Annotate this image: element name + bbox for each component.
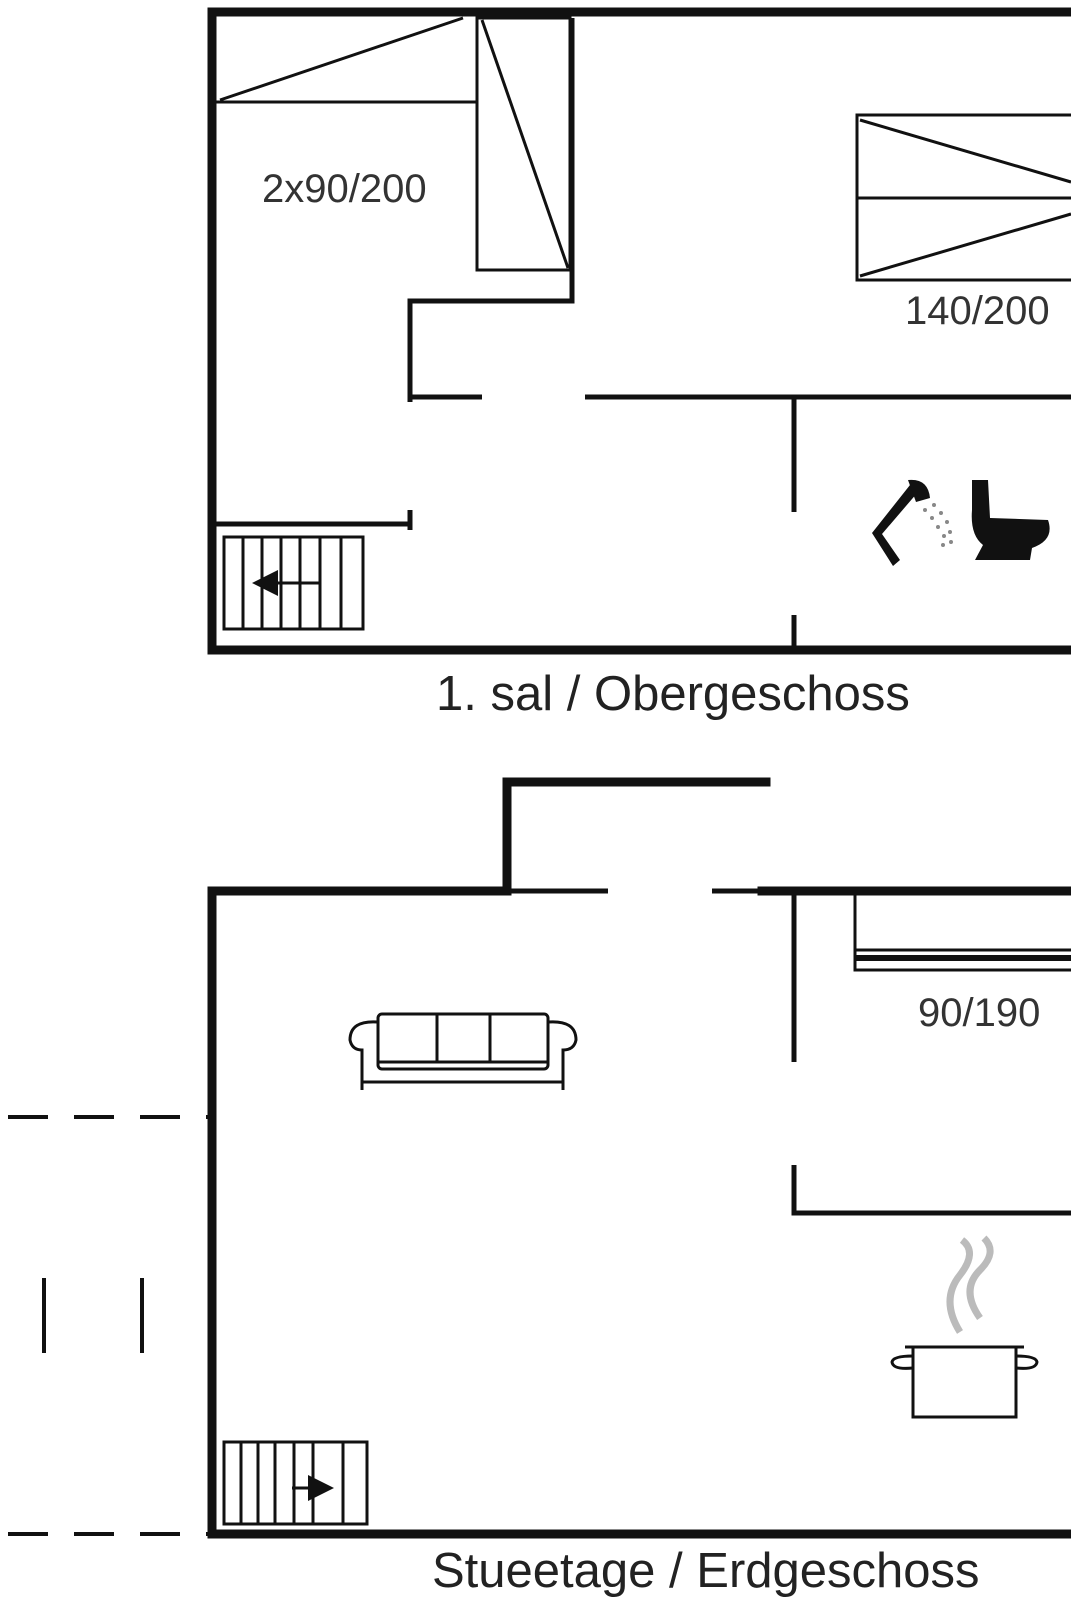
bed-icon: [853, 895, 1071, 972]
shower-icon: [872, 479, 953, 566]
upper-floor: 2x90/200 140/200 1. sal / Obergeschoss: [207, 7, 1071, 721]
upper-outer-wall: [207, 7, 1071, 655]
ground-outer-wall: [207, 886, 1071, 1539]
terrace-outline: [8, 1115, 210, 1536]
sofa-icon: [348, 1012, 578, 1090]
bed-size-label-ground: 90/190: [918, 991, 1040, 1035]
bed-size-label-left: 2x90/200: [262, 167, 427, 211]
bed-icon: [216, 16, 572, 272]
bed-size-label-right: 140/200: [905, 289, 1050, 333]
entry-porch-wall: [502, 777, 771, 896]
upper-floor-title: 1. sal / Obergeschoss: [436, 667, 910, 721]
cooking-pot-icon: [890, 1235, 1039, 1419]
upper-niche-wall: [407, 18, 575, 402]
stairs-icon: [222, 1440, 369, 1526]
ground-bedroom-wall-lower: [791, 1165, 1071, 1216]
ground-floor: 90/190 Stueetage / Erdgeschoss: [8, 777, 1071, 1598]
bed-icon: [855, 113, 1071, 282]
ground-floor-title: Stueetage / Erdgeschoss: [432, 1544, 980, 1598]
toilet-icon: [971, 480, 1050, 560]
stairs-icon: [222, 535, 365, 631]
